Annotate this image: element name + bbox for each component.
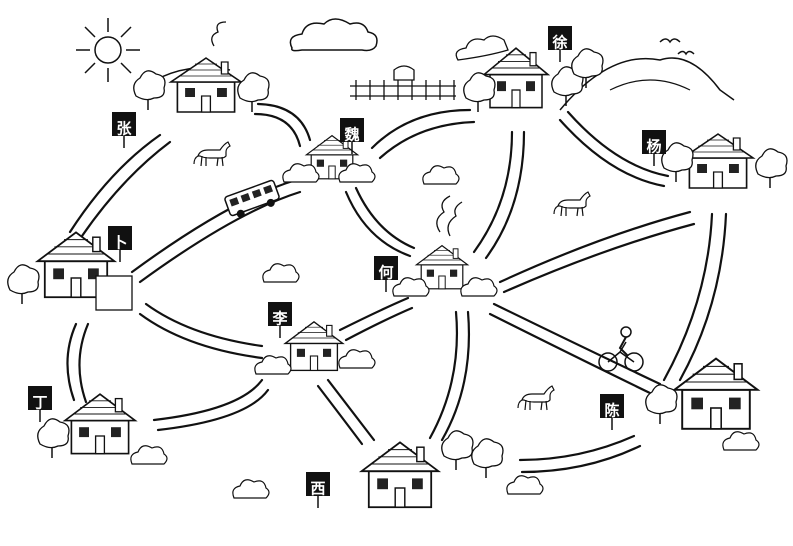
horse-icon	[193, 141, 231, 167]
roads	[66, 102, 728, 474]
house-he[interactable]	[392, 195, 498, 297]
sign-wei: 魏	[340, 118, 364, 154]
sign-label: 何	[378, 264, 393, 282]
house-xu[interactable]	[463, 47, 604, 113]
hill	[559, 57, 735, 111]
sign-label: 魏	[343, 126, 359, 144]
sign-li: 李	[268, 302, 292, 338]
house-bu[interactable]	[7, 231, 133, 311]
sign-label: 陈	[604, 402, 619, 420]
house-chen[interactable]	[645, 357, 760, 451]
hill	[609, 79, 691, 91]
house-ding[interactable]	[37, 393, 168, 465]
sign-xu: 徐	[548, 26, 572, 62]
sign-label: 西	[310, 480, 325, 498]
house-xi[interactable]	[232, 430, 544, 509]
horse-icon	[517, 385, 555, 411]
bird-icon	[659, 38, 681, 44]
house-zhang[interactable]	[133, 21, 270, 113]
sign-yang: 杨	[642, 130, 666, 166]
sign-label: 李	[271, 310, 288, 328]
house-yang[interactable]	[661, 133, 788, 189]
house-li[interactable]	[254, 321, 376, 375]
fence	[350, 65, 456, 100]
sign-ding: 丁	[28, 386, 52, 422]
horse-icon	[553, 191, 591, 217]
bus-icon	[224, 179, 280, 218]
house-wei[interactable]	[282, 135, 376, 183]
bush	[262, 263, 300, 283]
cyclist-icon	[598, 326, 644, 372]
bird-icon	[677, 50, 695, 56]
sign-he: 何	[374, 256, 398, 292]
sign-zhang: 张	[112, 112, 136, 148]
sign-xi: 西	[306, 472, 330, 508]
sign-label: 丁	[32, 394, 47, 412]
bush	[422, 165, 460, 185]
cloud-icon	[289, 18, 378, 52]
sign-label: 徐	[551, 34, 567, 52]
sign-label: 卜	[112, 234, 127, 252]
sign-bu: 卜	[108, 226, 132, 262]
sun-icon	[76, 18, 140, 82]
sign-chen: 陈	[600, 394, 624, 430]
cloud-icon	[455, 35, 509, 61]
sign-label: 张	[116, 120, 132, 138]
sign-label: 杨	[646, 138, 661, 156]
